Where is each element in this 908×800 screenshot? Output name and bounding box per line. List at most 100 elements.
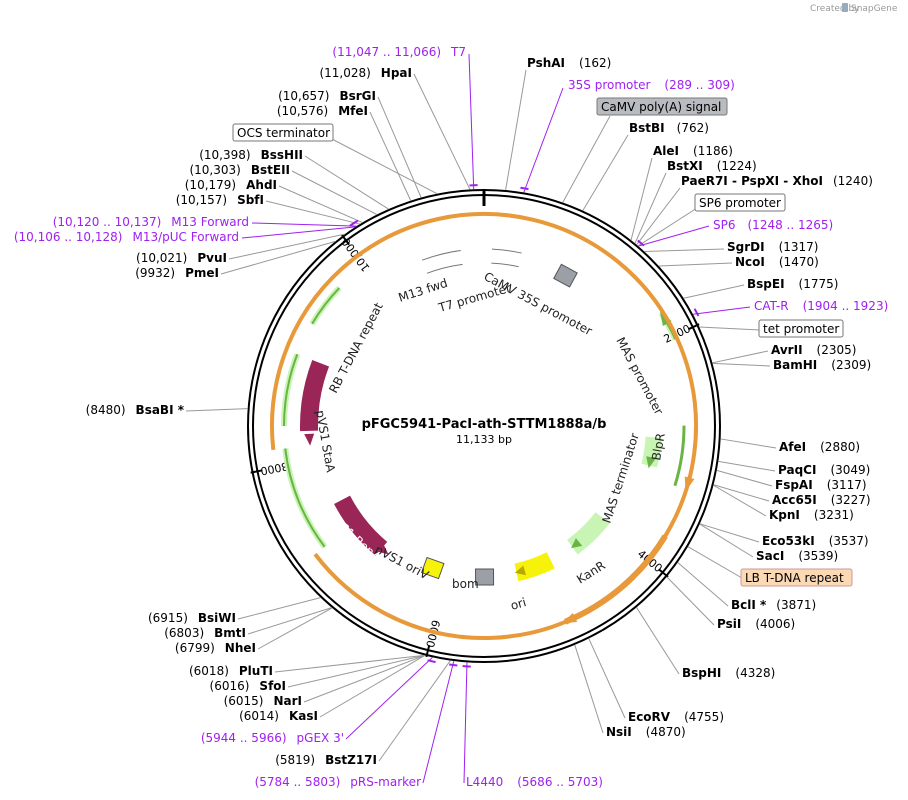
leader-line	[692, 306, 751, 315]
leader-line	[228, 233, 345, 260]
leader-line	[505, 69, 527, 191]
enzyme-label[interactable]: AleI(1186)	[653, 144, 733, 158]
primer-label[interactable]: 35S promoter(289 .. 309)	[568, 78, 735, 92]
box-label-camv-polya[interactable]: CaMV poly(A) signal	[601, 100, 721, 114]
leader-line	[637, 207, 698, 247]
box-label-tet-promoter[interactable]: tet promoter	[763, 322, 839, 336]
primer-label[interactable]: (5944 .. 5966)pGEX 3'	[201, 731, 344, 745]
enzyme-label[interactable]: (10,021)PvuI	[136, 251, 227, 265]
feature-label-mas-terminator[interactable]: MAS terminator	[600, 431, 642, 525]
enzyme-label[interactable]: BspHI(4328)	[682, 666, 775, 680]
feature-label-camv-35s-promoter[interactable]: CaMV 35S promoter	[482, 269, 595, 338]
enzymes-right: PshAI(162) BstBI(762) AleI(1186) BstXI(1…	[527, 56, 873, 739]
feature-label-pvs1-staa[interactable]: pVS1 StaA	[313, 409, 338, 474]
enzyme-label[interactable]: Eco53kI(3537)	[762, 534, 869, 548]
box-label-lb-tdna-repeat[interactable]: LB T-DNA repeat	[745, 571, 844, 585]
enzyme-label[interactable]: AfeI(2880)	[779, 440, 860, 454]
primer-label[interactable]: (10,120 .. 10,137)M13 Forward	[53, 215, 249, 229]
primer-label[interactable]: (11,047 .. 11,066)T7	[332, 45, 466, 59]
leader-line	[251, 222, 357, 227]
leader-line	[463, 662, 468, 784]
tick-mark	[425, 645, 431, 658]
primer-label[interactable]: L4440(5686 .. 5703)	[466, 775, 603, 789]
leader-lines	[185, 53, 777, 784]
tick-mark	[250, 469, 263, 474]
feature-label-rb-tdna-repeat[interactable]: RB T-DNA repeat	[326, 300, 386, 395]
feature-label-kanr[interactable]: KanR	[574, 558, 608, 586]
enzyme-label[interactable]: PaqCI(3049)	[778, 463, 870, 477]
enzyme-label[interactable]: NcoI(1470)	[735, 255, 819, 269]
leader-line	[699, 523, 754, 558]
feature-label-ori[interactable]: ori	[509, 595, 528, 613]
enzyme-label[interactable]: (6016)SfoI	[210, 679, 286, 693]
enzyme-label[interactable]: AvrII(2305)	[771, 343, 856, 357]
tick-mark	[658, 568, 669, 578]
enzyme-label[interactable]: (5819)BstZ17I	[275, 753, 377, 767]
leader-line	[265, 200, 361, 225]
enzyme-label[interactable]: EcoRV(4755)	[628, 710, 724, 724]
enzyme-label[interactable]: BstXI(1224)	[667, 159, 757, 173]
enzyme-label[interactable]: (6015)NarI	[224, 694, 302, 708]
box-label-ocs-terminator[interactable]: OCS terminator	[237, 126, 330, 140]
feature-label-blpr[interactable]: BlpR	[649, 432, 668, 462]
leader-line	[378, 660, 451, 762]
leader-line	[636, 607, 680, 675]
feature-label-pvs1-oriv[interactable]: pVS1 oriV	[373, 542, 432, 582]
tick-label: 8000	[259, 459, 289, 477]
enzyme-label[interactable]: (6014)KasI	[239, 709, 318, 723]
feature-pvs1-staa	[300, 359, 330, 432]
leader-line	[345, 656, 433, 740]
leader-line	[247, 607, 332, 635]
enzyme-label[interactable]: (10,179)AhdI	[185, 178, 277, 192]
leader-line	[683, 284, 745, 299]
leader-line	[638, 225, 710, 247]
enzyme-label[interactable]: BspEI(1775)	[747, 277, 838, 291]
enzyme-label[interactable]: PshAI(162)	[527, 56, 611, 70]
enzyme-label[interactable]: (10,657)BsrGI	[278, 89, 376, 103]
leader-line	[329, 137, 438, 195]
enzyme-label[interactable]: (11,028)HpaI	[319, 66, 412, 80]
enzyme-label[interactable]: BstBI(762)	[629, 121, 709, 135]
leader-line	[687, 546, 743, 579]
enzyme-label[interactable]: PaeR7I - PspXI - XhoI(1240)	[681, 174, 873, 188]
enzyme-label[interactable]: SacI(3539)	[756, 549, 838, 563]
arrow-head	[514, 565, 527, 576]
leader-line	[712, 350, 769, 364]
enzyme-label[interactable]: (6915)BsiWI	[148, 611, 236, 625]
enzymes-left: (11,028)HpaI (10,657)BsrGI (10,576)MfeI …	[86, 66, 412, 767]
enzyme-label[interactable]: Acc65I(3227)	[772, 493, 871, 507]
enzyme-label[interactable]: NsiI(4870)	[606, 725, 686, 739]
enzyme-label[interactable]: (10,576)MfeI	[277, 104, 368, 118]
primer-mark	[693, 308, 700, 317]
leader-line	[666, 576, 715, 626]
enzyme-label[interactable]: (6799)NheI	[175, 641, 256, 655]
leader-line	[278, 185, 363, 223]
enzyme-label[interactable]: KpnI(3231)	[769, 508, 854, 522]
primer-label[interactable]: SP6(1248 .. 1265)	[713, 218, 833, 232]
primer-label[interactable]: (5784 .. 5803)pRS-marker	[255, 775, 421, 789]
arc-feature	[282, 448, 328, 549]
enzyme-label[interactable]: (10,157)SbfI	[176, 193, 264, 207]
feature-label-bom[interactable]: bom	[452, 577, 479, 591]
enzyme-label[interactable]: (8480)BsaBI *	[86, 403, 185, 417]
box-label-sp6-promoter[interactable]: SP6 promoter	[699, 196, 781, 210]
enzyme-label[interactable]: PsiI(4006)	[717, 617, 795, 631]
enzyme-label[interactable]: SgrDI(1317)	[727, 240, 818, 254]
feature-outline	[421, 250, 461, 261]
enzyme-label[interactable]: FspAI(3117)	[775, 478, 867, 492]
enzyme-label[interactable]: (10,398)BssHII	[199, 148, 303, 162]
enzyme-label[interactable]: (9932)PmeI	[135, 266, 219, 280]
enzyme-label[interactable]: (10,303)BstEII	[189, 163, 290, 177]
enzyme-label[interactable]: BclI *(3871)	[731, 598, 816, 612]
leader-line	[185, 408, 248, 412]
enzyme-label[interactable]: (6018)PluTI	[189, 664, 273, 678]
leader-line	[220, 240, 336, 275]
arrow-head	[571, 538, 583, 549]
features-layer	[270, 212, 698, 640]
primer-label[interactable]: (10,106 .. 10,128)M13/pUC Forward	[14, 230, 239, 244]
leader-line	[720, 438, 777, 449]
enzyme-label[interactable]: (6803)BmtI	[164, 626, 246, 640]
feature-label-mas-promoter[interactable]: MAS promoter	[613, 335, 666, 417]
enzyme-label[interactable]: BamHI(2309)	[773, 358, 871, 372]
primer-label[interactable]: CAT-R(1904 .. 1923)	[754, 299, 888, 313]
